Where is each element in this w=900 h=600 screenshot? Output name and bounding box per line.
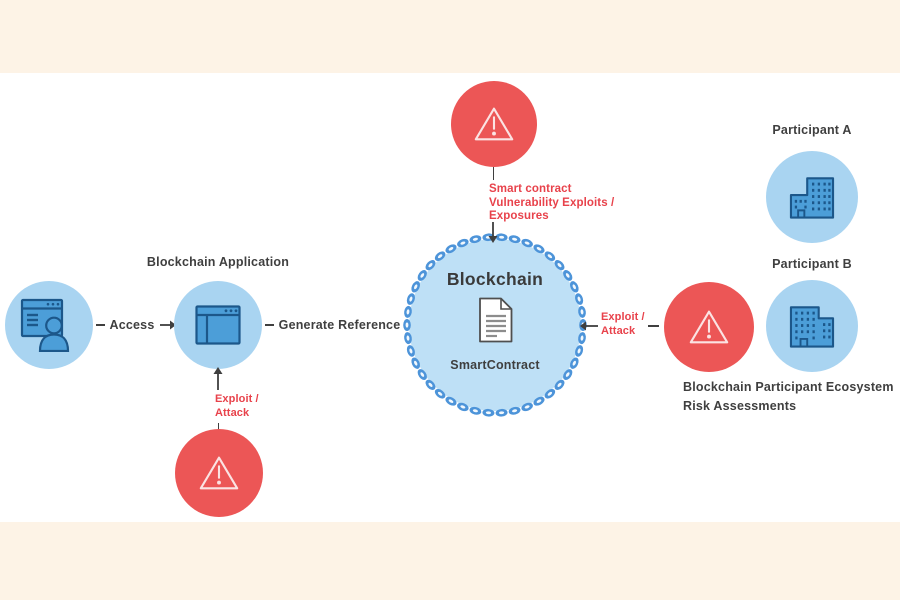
user-node — [5, 281, 93, 369]
app-window-icon — [195, 305, 241, 345]
bottom-connector-line — [217, 423, 220, 433]
access-arrow-icon — [159, 319, 177, 331]
ecosystem-caption: Blockchain Participant Ecosystem Risk As… — [683, 380, 894, 413]
warning-icon — [471, 103, 517, 145]
building-icon — [787, 175, 837, 219]
participant-b-label: Participant B — [772, 257, 852, 271]
generate-reference-dash — [264, 324, 274, 326]
participant-threat-node — [664, 282, 754, 372]
arrow-left-icon — [579, 320, 599, 332]
access-edge: Access — [95, 317, 177, 333]
app-attack-label: Exploit / Attack — [215, 393, 259, 419]
participant-a-node — [766, 151, 858, 243]
warning-icon — [686, 306, 732, 348]
building-two-tower-icon — [787, 304, 837, 348]
access-label: Access — [109, 318, 155, 332]
bottom-background-band — [0, 522, 900, 600]
participant-a-label: Participant A — [772, 123, 852, 137]
chain-ring-icon — [403, 233, 587, 417]
arrow-up-icon — [211, 366, 225, 390]
user-browser-icon — [20, 298, 78, 352]
app-node-label: Blockchain Application — [146, 255, 290, 269]
generate-reference-label: Generate Reference — [278, 318, 401, 332]
top-background-band — [0, 0, 900, 73]
warning-icon — [196, 452, 242, 494]
blockchain-title: Blockchain — [446, 269, 544, 289]
smartcontract-label: SmartContract — [450, 358, 540, 372]
smart-contract-threat-node — [451, 81, 537, 167]
access-dash — [95, 324, 105, 326]
smart-contract-threat-label: Smart contract Vulnerability Exploits / … — [489, 183, 615, 222]
document-icon — [477, 297, 515, 343]
app-node — [174, 281, 262, 369]
top-connector-line — [492, 167, 495, 180]
participant-b-node — [766, 280, 858, 372]
right-connector-dash — [648, 325, 659, 327]
arrow-down-icon — [486, 222, 500, 244]
app-threat-node — [175, 429, 263, 517]
participant-attack-label: Exploit / Attack — [601, 311, 645, 337]
